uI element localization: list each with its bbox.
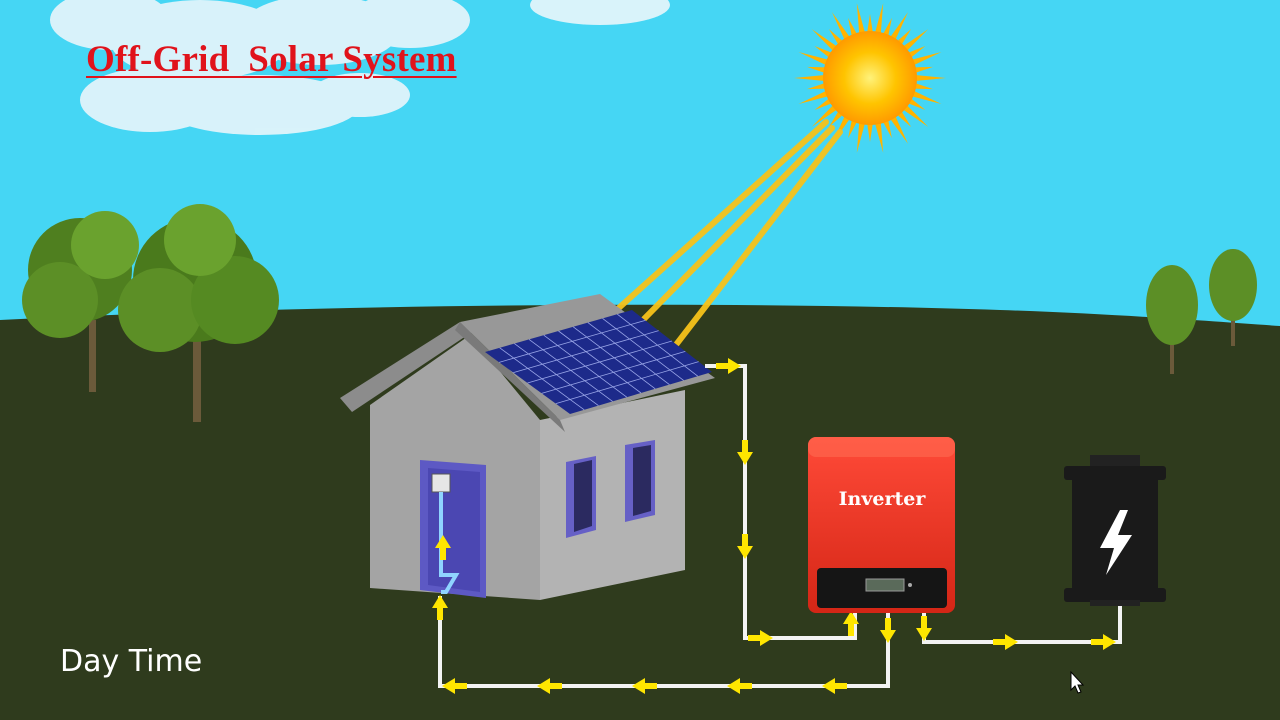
- sun-ray: [882, 17, 892, 38]
- flow-arrow: [632, 678, 657, 694]
- sun-ray: [882, 118, 892, 139]
- tree-icon: [1146, 265, 1198, 374]
- sun-ray: [832, 12, 851, 42]
- sun-ray: [798, 90, 830, 104]
- flow-arrows: [432, 358, 1116, 694]
- sun-ray: [912, 66, 934, 74]
- panel-grid-line: [527, 340, 673, 384]
- flow-arrow: [880, 618, 896, 643]
- flow-arrow: [1091, 634, 1116, 650]
- lightning-bolt-icon: [1100, 510, 1132, 575]
- cloud: [530, 0, 670, 25]
- panel-grid-line: [513, 330, 659, 374]
- sun-ray: [856, 120, 866, 153]
- sun-ray: [856, 3, 866, 36]
- sun-icon: [794, 3, 946, 153]
- sun-ray: [798, 52, 830, 66]
- flow-arrow: [822, 678, 847, 694]
- panel-grid-line: [541, 350, 686, 394]
- cloud: [50, 0, 470, 135]
- sun-ray: [910, 90, 942, 104]
- sun-ray: [811, 103, 839, 127]
- meter-icon: [431, 473, 451, 493]
- flow-arrow: [442, 678, 467, 694]
- sun-ray: [910, 52, 942, 66]
- sun-ray: [794, 74, 827, 82]
- page-title: Off-Grid Solar System: [86, 39, 457, 80]
- flow-arrow: [727, 678, 752, 694]
- battery-icon: [1064, 455, 1166, 606]
- flow-arrow: [993, 634, 1018, 650]
- flow-arrow: [916, 616, 932, 641]
- tree-icon: [22, 211, 139, 392]
- sun-ray: [806, 66, 828, 74]
- flow-arrow: [537, 678, 562, 694]
- flow-arrow: [716, 358, 741, 374]
- solar-panel-icon: [485, 310, 712, 414]
- sun-ray: [912, 82, 934, 90]
- flow-arrow: [737, 534, 753, 559]
- panel-grid-line: [499, 319, 646, 363]
- sun-ray: [874, 3, 884, 36]
- sun-ray: [874, 120, 884, 153]
- sun-ray: [811, 29, 839, 53]
- sun-ray: [889, 12, 908, 42]
- sun-ray: [901, 29, 929, 53]
- sun-ray: [848, 118, 858, 139]
- flow-arrow: [843, 611, 859, 636]
- flow-arrow: [435, 535, 451, 560]
- sun-ray: [806, 82, 828, 90]
- sun-ray: [848, 17, 858, 38]
- sun-ray: [866, 14, 874, 35]
- sun-ray: [866, 121, 874, 142]
- sun-ray: [889, 114, 908, 144]
- tree-icon: [118, 204, 279, 422]
- flow-arrow: [748, 630, 773, 646]
- cursor-icon: [1070, 670, 1085, 694]
- inverter-icon: [808, 437, 955, 613]
- sun-ray: [901, 103, 929, 127]
- tree-icon: [1209, 249, 1257, 346]
- caption: Day Time: [60, 644, 203, 679]
- sun-ray: [913, 74, 946, 82]
- flow-arrow: [737, 440, 753, 465]
- inverter-label: Inverter: [838, 488, 926, 510]
- flow-arrow: [432, 595, 448, 620]
- panel-grid-line: [555, 361, 699, 405]
